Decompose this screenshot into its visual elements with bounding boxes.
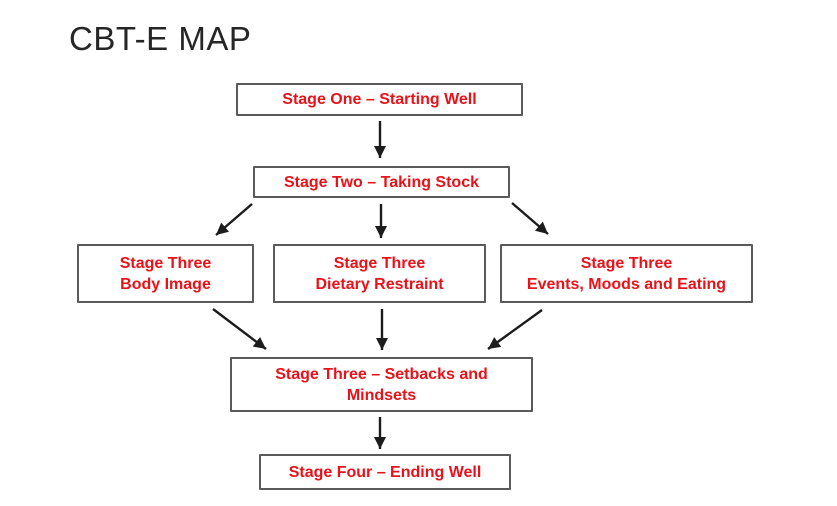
node-stage-three-body-image: Stage Three Body Image — [77, 244, 254, 303]
node-label: Stage Three — [333, 254, 426, 272]
node-stage-one: Stage One – Starting Well — [236, 83, 523, 116]
node-stage-three-dietary-restraint: Stage Three Dietary Restraint — [273, 244, 486, 303]
node-label: Body Image — [120, 275, 211, 293]
arrow-events-moods-eating-to-setbacks — [487, 309, 543, 350]
node-stage-three-setbacks-mindsets: Stage Three – Setbacks and Mindsets — [230, 357, 533, 412]
node-label: Stage Three — [119, 254, 212, 272]
node-label: Mindsets — [346, 386, 417, 404]
node-label: Stage Three — [580, 254, 673, 272]
arrow-stage-two-to-events-moods-eating — [511, 202, 549, 235]
node-label: Stage Four – Ending Well — [288, 463, 482, 481]
node-stage-three-events-moods-eating: Stage Three Events, Moods and Eating — [500, 244, 753, 303]
node-stage-four: Stage Four – Ending Well — [259, 454, 511, 490]
node-label: Events, Moods and Eating — [526, 275, 727, 293]
node-label: Dietary Restraint — [315, 275, 444, 293]
node-label: Stage Two – Taking Stock — [284, 173, 479, 191]
arrow-body-image-to-setbacks — [212, 308, 267, 350]
page-title: CBT-E MAP — [69, 20, 252, 57]
arrow-stage-two-to-body-image — [215, 203, 253, 236]
node-stage-two: Stage Two – Taking Stock — [253, 166, 510, 198]
node-label: Stage Three – Setbacks and — [275, 365, 488, 383]
node-label: Stage One – Starting Well — [282, 91, 477, 108]
